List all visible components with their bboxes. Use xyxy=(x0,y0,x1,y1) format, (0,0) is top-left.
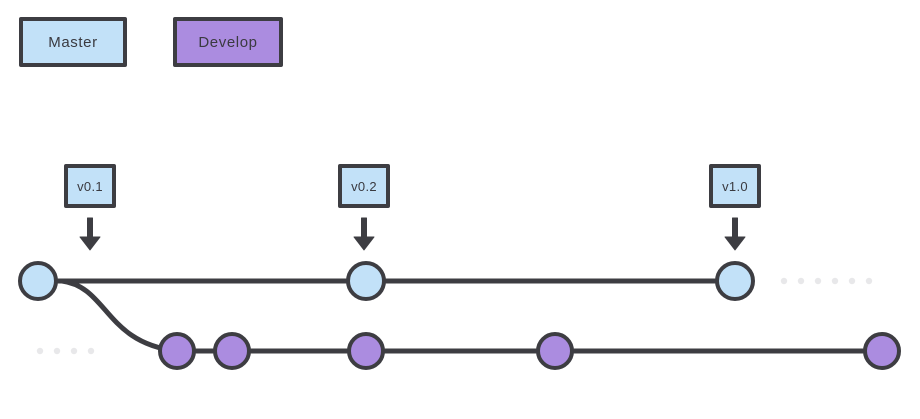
commit-node-develop-3[interactable] xyxy=(536,332,574,370)
commit-node-master-0[interactable] xyxy=(18,261,58,301)
version-tag-label: v0.1 xyxy=(77,178,103,194)
legend-master: Master xyxy=(19,17,127,67)
commit-node-develop-4[interactable] xyxy=(863,332,901,370)
version-tag-v1-0: v1.0 xyxy=(709,164,761,208)
tag-arrows-layer xyxy=(79,217,746,251)
ellipsis-dot-master-right xyxy=(780,277,788,285)
tag-arrow-down-icon-0 xyxy=(79,217,101,251)
commit-node-develop-0[interactable] xyxy=(158,332,196,370)
ellipsis-dot-develop-left xyxy=(36,347,44,355)
branch-curve-develop-from-master xyxy=(59,278,180,354)
commit-node-develop-1[interactable] xyxy=(213,332,251,370)
ellipsis-dot-develop-left xyxy=(70,347,78,355)
commit-node-develop-2[interactable] xyxy=(347,332,385,370)
version-tag-label: v1.0 xyxy=(722,178,748,194)
ellipsis-dot-master-right xyxy=(797,277,805,285)
branch-curve-layer xyxy=(59,278,180,354)
ellipsis-dot-develop-left xyxy=(87,347,95,355)
tag-arrow-down-icon-1 xyxy=(353,217,375,251)
tag-arrow-down-icon-2 xyxy=(724,217,746,251)
version-tag-v0-1: v0.1 xyxy=(64,164,116,208)
version-tag-label: v0.2 xyxy=(351,178,377,194)
ellipsis-dot-master-right xyxy=(831,277,839,285)
legend-develop-label: Develop xyxy=(198,33,258,51)
legend-develop: Develop xyxy=(173,17,283,67)
commit-nodes-layer xyxy=(18,261,901,370)
legend-master-label: Master xyxy=(48,33,98,51)
ellipsis-dot-master-right xyxy=(865,277,873,285)
ellipsis-dots-layer xyxy=(36,277,873,355)
ellipsis-dot-develop-left xyxy=(53,347,61,355)
version-tag-v0-2: v0.2 xyxy=(338,164,390,208)
commit-node-master-2[interactable] xyxy=(715,261,755,301)
branch-lines-layer xyxy=(38,278,882,354)
commit-node-master-1[interactable] xyxy=(346,261,386,301)
ellipsis-dot-master-right xyxy=(848,277,856,285)
ellipsis-dot-master-right xyxy=(814,277,822,285)
